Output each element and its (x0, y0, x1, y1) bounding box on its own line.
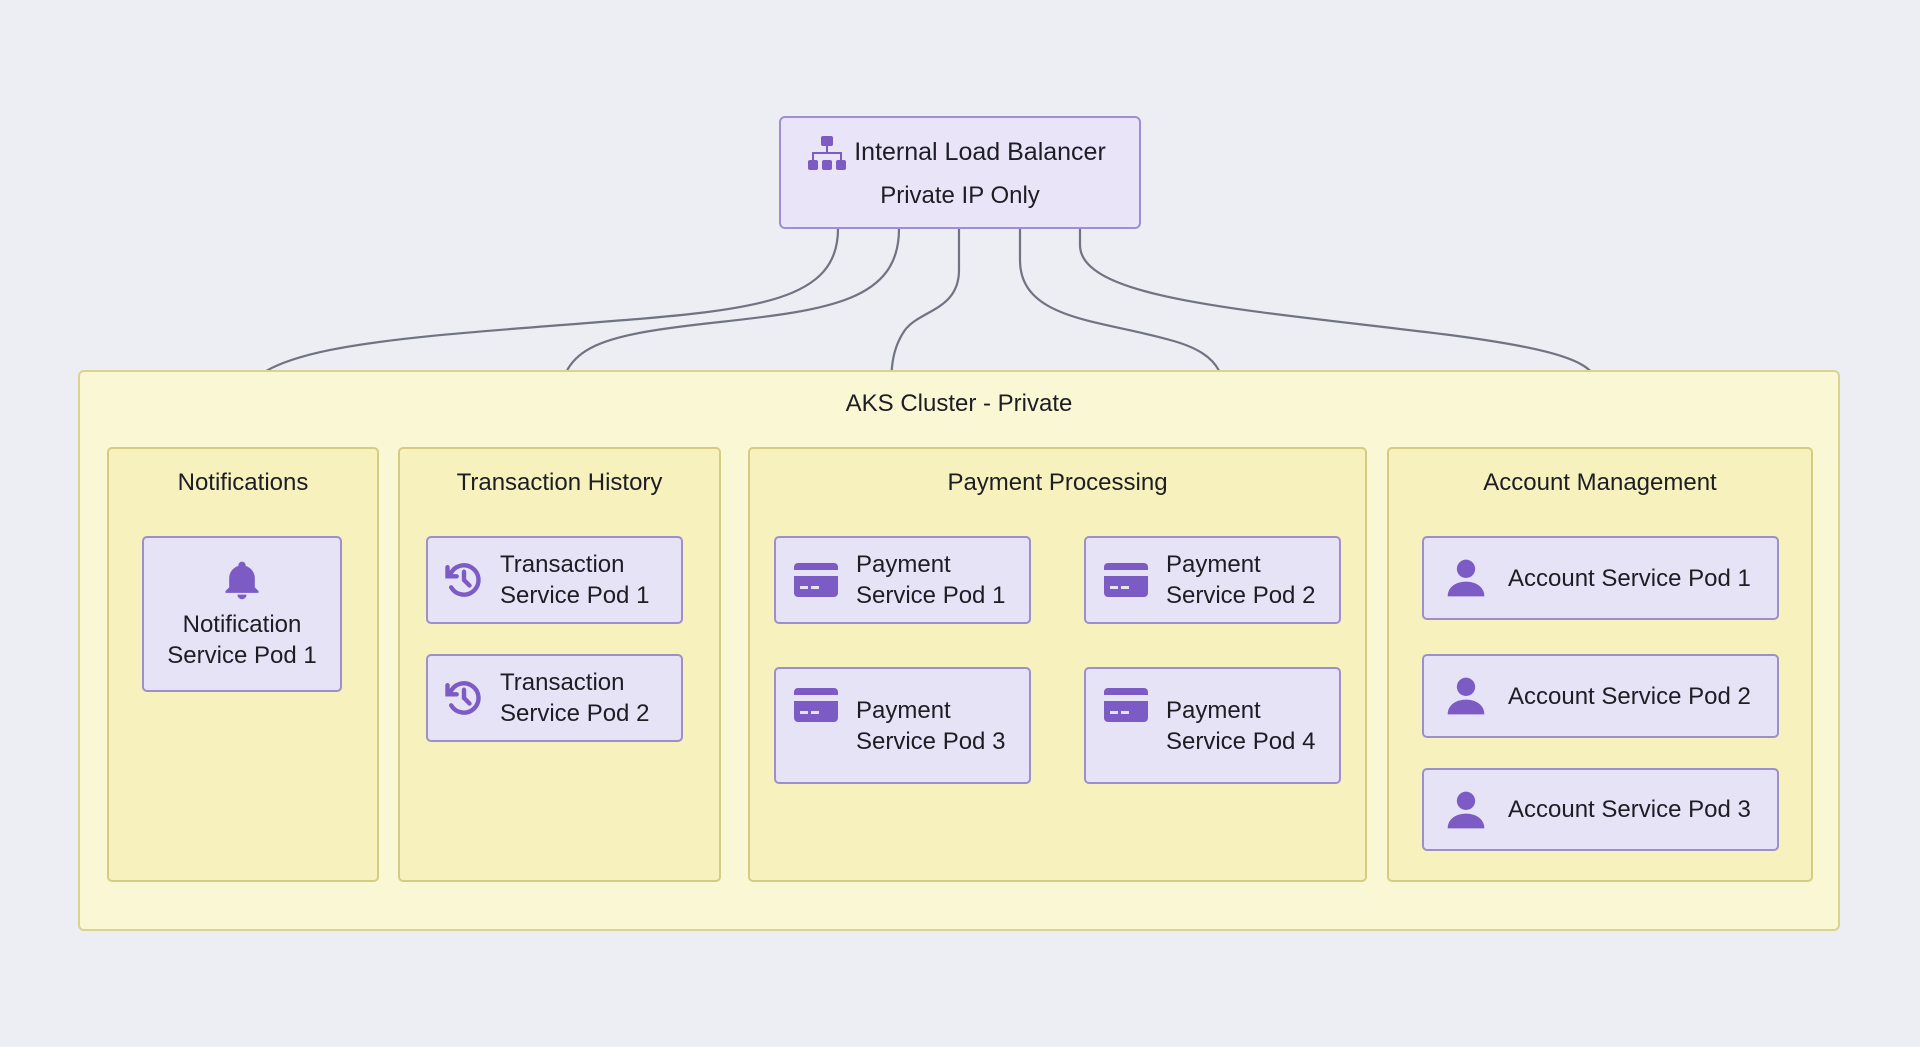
load-balancer-subtitle: Private IP Only (880, 182, 1040, 209)
credit-card-icon (1086, 562, 1166, 598)
pod-label-line1: Notification (182, 611, 302, 638)
pod-label-line1: Payment (1166, 696, 1261, 724)
pod-label-line2: Service Pod 2 (1166, 582, 1316, 609)
pod-label-line2: Service Pod 1 (856, 582, 1006, 609)
group-title: Transaction History (456, 469, 663, 496)
pod-label-line1: Payment (856, 551, 951, 578)
credit-card-icon (1086, 687, 1166, 723)
account-pod-3[interactable]: Account Service Pod 3 (1422, 768, 1779, 851)
edge-to-transactions (555, 228, 901, 449)
pod-label-line1: Payment (1166, 551, 1261, 578)
history-icon (428, 558, 500, 602)
bell-icon (220, 557, 264, 603)
pod-label-line1: Payment (856, 696, 951, 724)
user-icon (1424, 556, 1508, 600)
account-pod-2[interactable]: Account Service Pod 2 (1422, 654, 1779, 738)
pod-label-line2: Service Pod 4 (1166, 727, 1316, 755)
account-pod-1[interactable]: Account Service Pod 1 (1422, 536, 1779, 620)
pod-label: Account Service Pod 2 (1508, 682, 1751, 710)
group-title: Account Management (1483, 469, 1717, 496)
load-balancer-title: Internal Load Balancer (854, 138, 1106, 166)
group-title: Payment Processing (947, 469, 1168, 496)
pod-label: Account Service Pod 3 (1508, 796, 1751, 823)
edge-to-notifications (237, 228, 840, 449)
group-payment-processing: Payment Processing (748, 447, 1367, 882)
pod-label-line2: Service Pod 3 (856, 727, 1006, 755)
credit-card-icon (776, 562, 856, 598)
sitemap-icon (807, 135, 847, 173)
user-icon (1424, 788, 1508, 832)
user-icon (1424, 674, 1508, 718)
pod-label-line2: Service Pod 1 (500, 582, 650, 609)
pod-label-line2: Service Pod 2 (500, 700, 650, 727)
notification-pod-1[interactable]: Notification Service Pod 1 (142, 536, 342, 692)
pod-label-line1: Transaction (500, 669, 625, 696)
group-title: Notifications (177, 469, 309, 496)
pod-label-line2: Service Pod 1 (167, 642, 317, 669)
pod-label-line1: Transaction (500, 551, 625, 578)
pod-label: Account Service Pod 1 (1508, 564, 1751, 592)
cluster-title: AKS Cluster - Private (845, 390, 1073, 417)
history-icon (428, 676, 500, 720)
load-balancer-node[interactable]: Internal Load Balancer Private IP Only (779, 116, 1141, 229)
credit-card-icon (776, 687, 856, 723)
